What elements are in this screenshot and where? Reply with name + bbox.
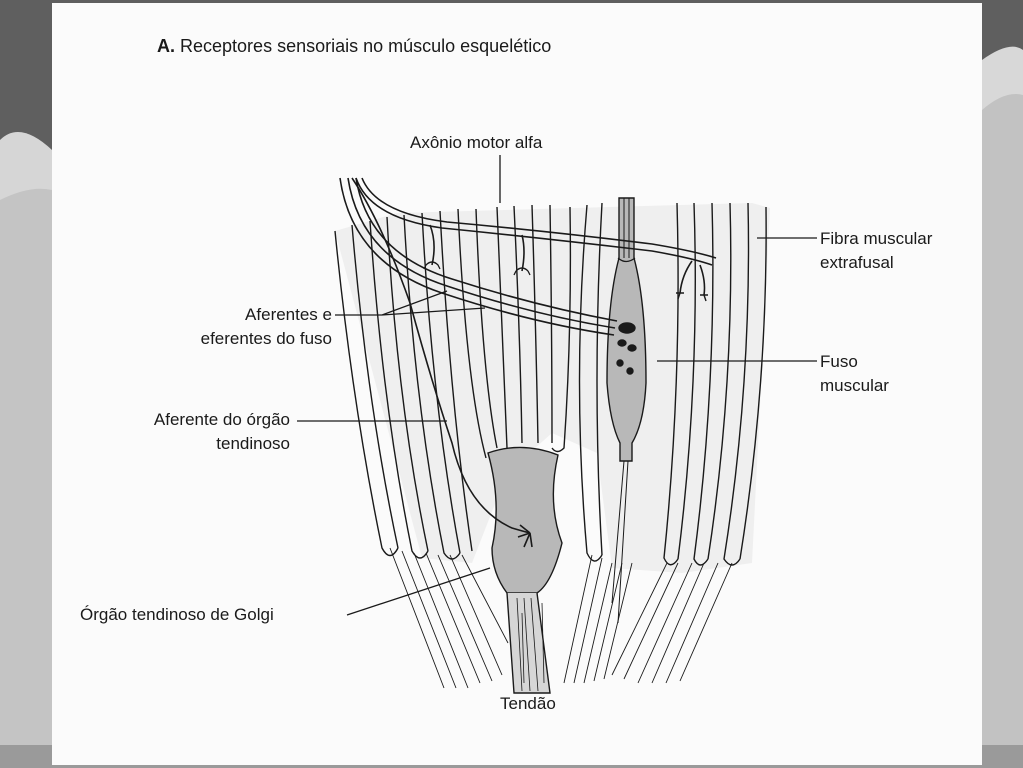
figure-title-text: Receptores sensoriais no músculo esquelé… [180, 36, 552, 56]
label-alpha-motor-axon: Axônio motor alfa [410, 133, 543, 152]
spindle-sensory-ending [616, 322, 637, 375]
label-spindle-line2: muscular [820, 376, 889, 395]
right-muscle-fibers [578, 202, 767, 566]
tendon [389, 547, 733, 694]
figure-panel-letter: A. [157, 36, 175, 56]
leader-spindle-afferents [335, 290, 486, 316]
label-golgi-tendon-organ: Órgão tendinoso de Golgi [80, 605, 274, 624]
label-tendon: Tendão [500, 694, 556, 713]
figure-panel: A. Receptores sensoriais no músculo esqu… [52, 3, 982, 765]
leader-golgi [346, 567, 491, 616]
label-tendon-afferent-line1: Aferente do órgão [153, 410, 290, 429]
tendon-organ-afferent [351, 177, 531, 534]
label-spindle-line1: Fuso [820, 352, 858, 371]
muscle-illustration [297, 155, 817, 694]
label-spindle-afferents-line2: eferentes do fuso [200, 329, 332, 348]
alpha-motor-axon [355, 177, 717, 302]
label-extrafusal-line1: Fibra muscular [820, 229, 933, 248]
label-spindle-afferents-line1: Aferentes e [245, 305, 332, 324]
label-tendon-afferent-line2: tendinoso [216, 434, 290, 453]
leader-lines [297, 155, 817, 616]
golgi-tendon-organ [487, 446, 563, 594]
tendon-organ-afferent-ending [517, 524, 533, 548]
label-extrafusal-line2: extrafusal [820, 253, 894, 272]
figure-title: A. Receptores sensoriais no músculo esqu… [157, 36, 551, 57]
